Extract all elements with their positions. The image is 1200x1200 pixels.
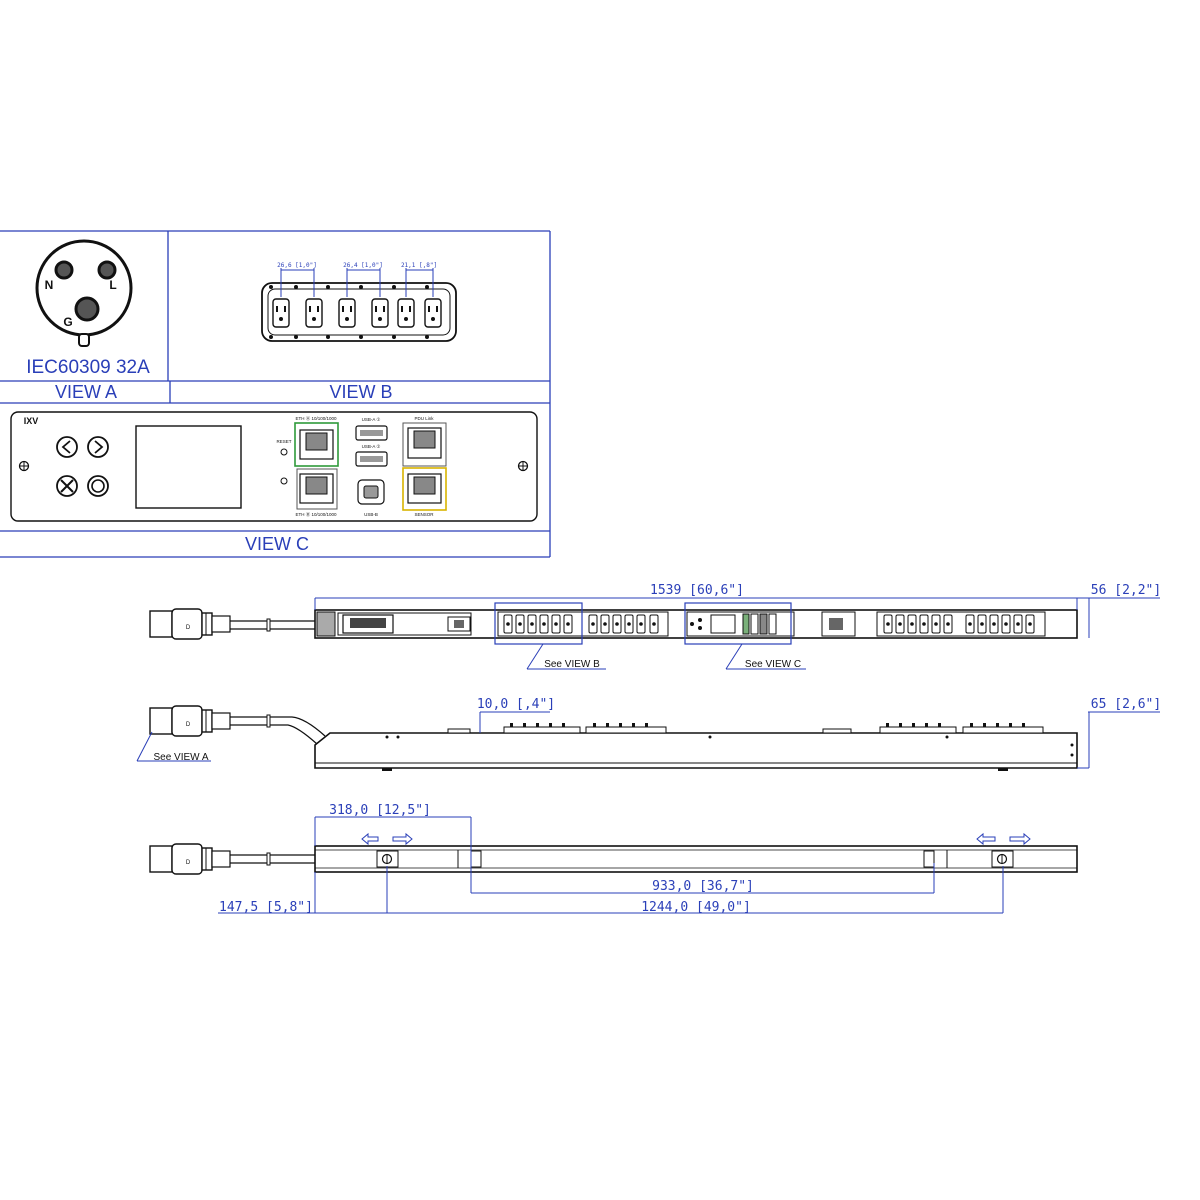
view-b-label: VIEW B <box>329 382 392 402</box>
eth-bottom-label: ETH Ⓑ 10/100/1000 <box>295 511 337 518</box>
see-view-c-callout: See VIEW C <box>745 659 801 670</box>
spacing-dim-2: 26,4 [1,0"] <box>343 262 383 269</box>
length-dim: 1539 [60,6"] <box>650 583 744 598</box>
sensor-label: SENSOR <box>414 512 434 517</box>
width-dim: 56 [2,2"] <box>1091 583 1161 598</box>
control-module-diagram <box>10 411 538 522</box>
views-panel <box>0 230 551 558</box>
plug-type-label: IEC60309 32A <box>26 357 150 378</box>
dim-147: 147,5 [5,8"] <box>219 900 313 915</box>
see-view-b-callout: See VIEW B <box>544 659 600 670</box>
usb-b-label: USB-B <box>364 512 378 517</box>
reset-label: RESET <box>276 439 291 444</box>
pin-l-label: L <box>109 278 116 292</box>
eth-top-label: ETH Ⓐ 10/100/1000 <box>295 415 337 422</box>
view-a-label: VIEW A <box>55 382 117 402</box>
spacing-dim-1: 26,6 [1,0"] <box>277 262 317 269</box>
brand-logo: IXV <box>24 416 39 426</box>
front-plug-marker: D <box>186 625 191 631</box>
rear-plug-marker: D <box>186 860 191 866</box>
view-c-label: VIEW C <box>245 534 309 554</box>
front-view <box>149 597 1160 670</box>
dim-318: 318,0 [12,5"] <box>329 803 431 818</box>
side-view <box>136 705 1160 771</box>
pdu-link-label: PDU Link <box>414 416 434 421</box>
rear-view <box>149 816 1078 914</box>
offset-dim: 10,0 [,4"] <box>477 697 555 712</box>
outlet-bank-diagram <box>261 268 457 342</box>
pin-g-label: G <box>63 315 72 329</box>
pin-n-label: N <box>45 278 54 292</box>
depth-dim: 65 [2,6"] <box>1091 697 1161 712</box>
plug-face-diagram <box>35 239 133 347</box>
spacing-dim-3: 21,1 [,8"] <box>401 262 437 269</box>
usb-a2-label: USB-A ② <box>362 444 382 449</box>
side-plug-marker: D <box>186 722 191 728</box>
usb-a1-label: USB-A ① <box>362 417 382 422</box>
see-view-a-callout: See VIEW A <box>153 752 208 763</box>
dim-1244: 1244,0 [49,0"] <box>641 900 751 915</box>
dim-933: 933,0 [36,7"] <box>652 879 754 894</box>
